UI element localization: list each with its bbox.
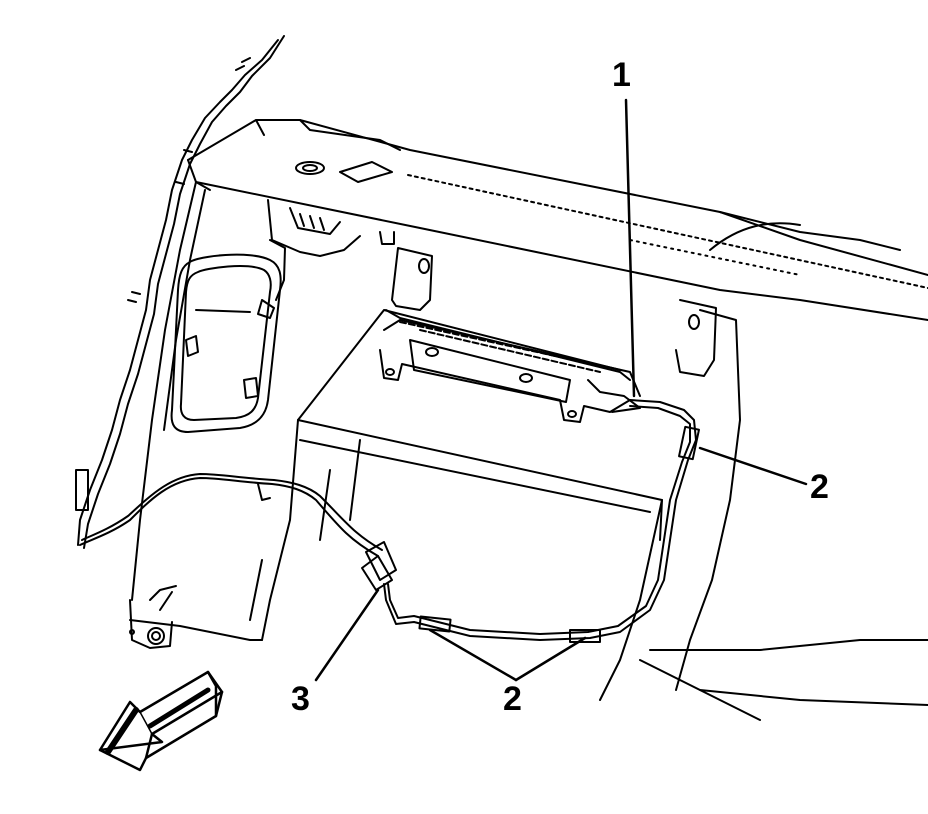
side-panel-opening (131, 181, 286, 601)
module-harness (79, 399, 700, 643)
callout-1: 1 (612, 56, 631, 94)
dash-bracket (267, 199, 395, 257)
callout-2-right: 2 (810, 468, 829, 506)
glove-box-cavity (129, 309, 663, 701)
pillar-harness (75, 35, 285, 549)
dash-top (187, 119, 928, 321)
leader-lines (314, 98, 808, 682)
forward-direction-arrow-icon (98, 670, 224, 772)
callout-3: 3 (291, 680, 310, 718)
module-assembly (379, 247, 928, 721)
callout-2-bottom: 2 (503, 680, 522, 718)
